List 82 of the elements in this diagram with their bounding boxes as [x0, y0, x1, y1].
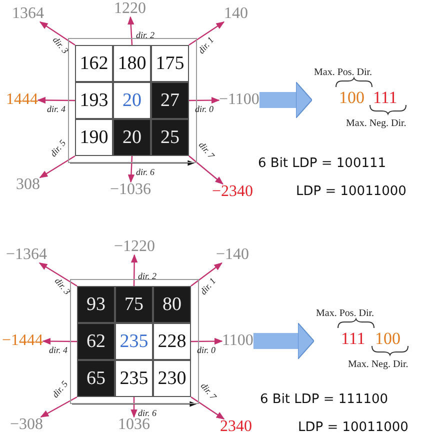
grid-cell: 235	[115, 360, 153, 397]
direction-value: 2340	[220, 419, 252, 435]
grid-cell: 25	[151, 119, 189, 156]
arrow	[128, 16, 134, 46]
grid-frame	[68, 38, 197, 163]
arrow	[130, 254, 138, 286]
ldp-formula: LDP = 10011000	[298, 421, 408, 434]
edge-label: dir. 4	[49, 346, 68, 354]
grid-frame	[70, 279, 199, 404]
direction-value: −308	[10, 417, 44, 433]
grid-cell: 65	[77, 360, 115, 397]
edge-label: dir. 5	[50, 380, 70, 400]
direction-value: −1100	[219, 92, 260, 108]
edge-label: dir. 6	[136, 168, 155, 177]
edge-label: dir. 2	[138, 272, 157, 281]
edge-label: dir. 4	[47, 104, 66, 114]
grid-cell: 62	[77, 323, 115, 360]
grid-cell: 80	[153, 286, 191, 323]
grid-cell: 190	[75, 119, 113, 156]
direction-value: 1100	[222, 333, 254, 349]
grid-cell: 175	[151, 45, 189, 82]
ldp-formula: 6 Bit LDP = 100111	[258, 157, 386, 170]
code-digits: 100	[339, 89, 364, 106]
direction-value: 140	[224, 6, 248, 22]
edge-label: dir. 1	[196, 36, 216, 56]
arrow	[188, 156, 224, 185]
arrow	[40, 396, 78, 418]
grid-cell: 93	[77, 286, 115, 323]
edge-label: dir. 6	[138, 409, 157, 418]
edge-label: dir. 5	[48, 138, 68, 158]
arrow	[190, 396, 225, 420]
arrow	[128, 156, 135, 183]
direction-value: 308	[16, 177, 40, 193]
arrow	[42, 338, 77, 345]
block-arrow	[253, 322, 314, 360]
direction-value: −1036	[110, 182, 152, 198]
brace-caption: Max. Neg. Dir.	[348, 360, 408, 370]
brace-caption: Max. Pos. Dir.	[314, 68, 372, 78]
grid-cell: 180	[113, 45, 151, 82]
grid-cell: 193	[75, 82, 113, 119]
arrow	[189, 96, 220, 104]
direction-value: −1220	[114, 239, 156, 255]
code-digits: 100	[375, 330, 400, 347]
block-arrow	[259, 82, 312, 118]
direction-value: 1036	[118, 417, 150, 433]
arrow	[191, 338, 223, 345]
code-digits: 111	[341, 330, 366, 347]
direction-value: −140	[216, 247, 250, 263]
direction-value: −1444	[2, 333, 44, 349]
grid-cell: 27	[151, 82, 189, 119]
arrow	[37, 96, 75, 104]
edge-label: dir. 2	[136, 31, 155, 40]
edge-label: dir. 1	[198, 276, 218, 296]
edge-label: dir. 3	[52, 276, 72, 296]
arrow	[38, 262, 78, 287]
direction-value: 1444	[6, 92, 38, 108]
edge-label: dir. 0	[197, 346, 216, 354]
direction-value: −1364	[6, 247, 48, 263]
direction-value: 1220	[114, 1, 146, 17]
grid-cell: 20	[113, 82, 151, 119]
grid-cell: 20	[113, 119, 151, 156]
direction-value: −2340	[212, 184, 254, 200]
grid-cell: 228	[153, 323, 191, 360]
ldp-formula: LDP = 10011000	[296, 185, 406, 198]
ldp-formula: 6 Bit LDP = 111100	[260, 393, 388, 406]
grid-cell: 230	[153, 360, 191, 397]
brace-caption: Max. Neg. Dir.	[346, 119, 406, 129]
arrow	[130, 397, 138, 418]
grid-cell: 162	[75, 45, 113, 82]
direction-value: 1364	[12, 6, 44, 22]
grid-cell: 235	[115, 323, 153, 360]
arrow	[39, 155, 76, 178]
edge-label: dir. 0	[195, 104, 214, 114]
edge-label: dir. 7	[198, 382, 218, 402]
edge-label: dir. 3	[50, 36, 70, 56]
brace-caption: Max. Pos. Dir.	[316, 309, 374, 319]
arrow	[188, 22, 225, 46]
code-digits: 111	[373, 89, 398, 106]
grid-cell: 75	[115, 286, 153, 323]
arrow	[190, 262, 222, 286]
edge-label: dir. 7	[196, 140, 216, 160]
arrow	[39, 22, 76, 46]
